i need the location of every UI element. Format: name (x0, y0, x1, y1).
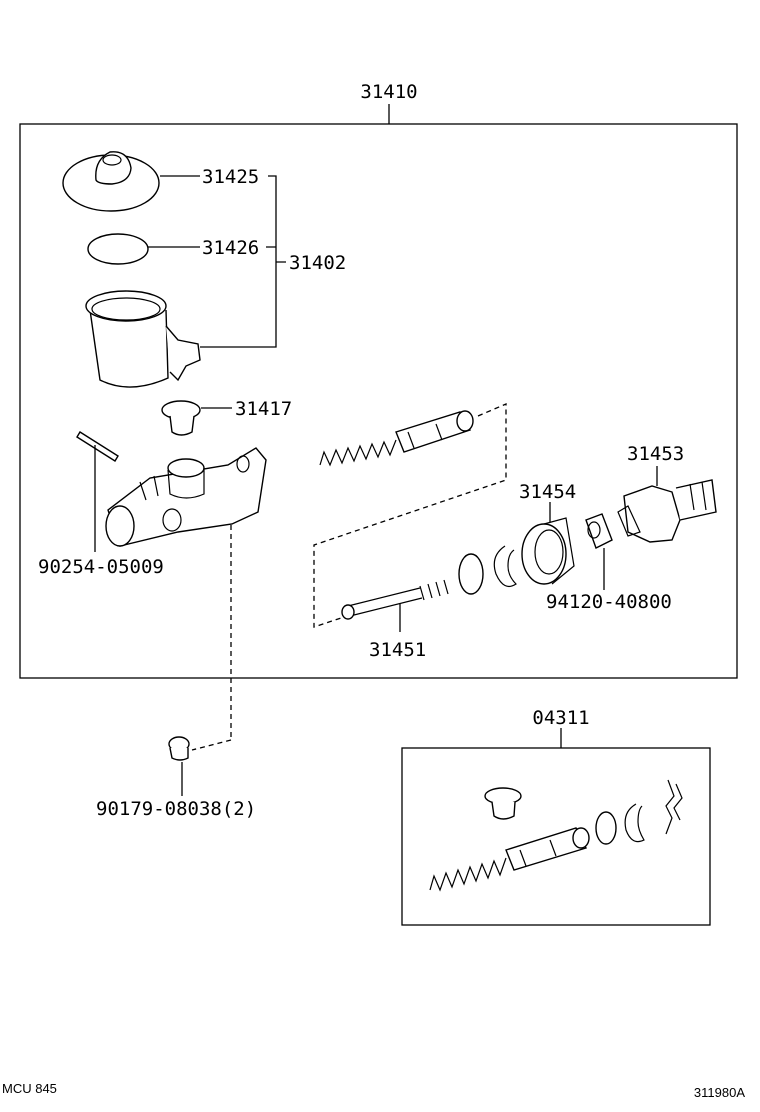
dash-kit-link (313, 403, 507, 628)
assembly-frame (19, 123, 738, 679)
label-repair-kit: 04311 (532, 707, 589, 729)
kit-spring-piston (429, 827, 590, 892)
kit-snap-ring (624, 803, 645, 843)
kit-grommet (484, 787, 522, 820)
label-push-rod: 31451 (369, 639, 426, 661)
label-piston-kit: 31453 (627, 443, 684, 465)
piston-kit (617, 479, 717, 543)
snap-ring (493, 545, 517, 587)
push-rod (341, 579, 449, 620)
label-cap-gasket: 31426 (202, 237, 259, 259)
label-grommet: 31417 (235, 398, 292, 420)
kit-clip (665, 779, 683, 835)
cap-gasket (87, 233, 149, 265)
label-pin: 90254-05009 (38, 556, 164, 578)
reservoir-body (85, 290, 201, 388)
repair-kit-frame (401, 747, 711, 926)
label-nut: 94120-40800 (546, 591, 672, 613)
pin (76, 431, 119, 462)
bleeder-plug (168, 736, 190, 761)
nut (585, 513, 613, 549)
label-assembly: 31410 (360, 81, 417, 103)
washer (458, 553, 484, 595)
label-bleeder: 90179-08038(2) (96, 798, 256, 820)
footer-left: MCU 845 (2, 1081, 57, 1096)
master-cylinder-body (105, 447, 267, 547)
spring-piston (319, 410, 474, 467)
boot (521, 517, 575, 585)
label-reservoir-set: 31402 (289, 252, 346, 274)
grommet (161, 400, 201, 436)
label-boot: 31454 (519, 481, 576, 503)
reservoir-cap (62, 151, 160, 212)
label-reservoir-cap: 31425 (202, 166, 259, 188)
kit-washer (595, 811, 617, 845)
footer-right: 311980A (694, 1085, 745, 1100)
bracket-reservoir-set (200, 175, 286, 348)
